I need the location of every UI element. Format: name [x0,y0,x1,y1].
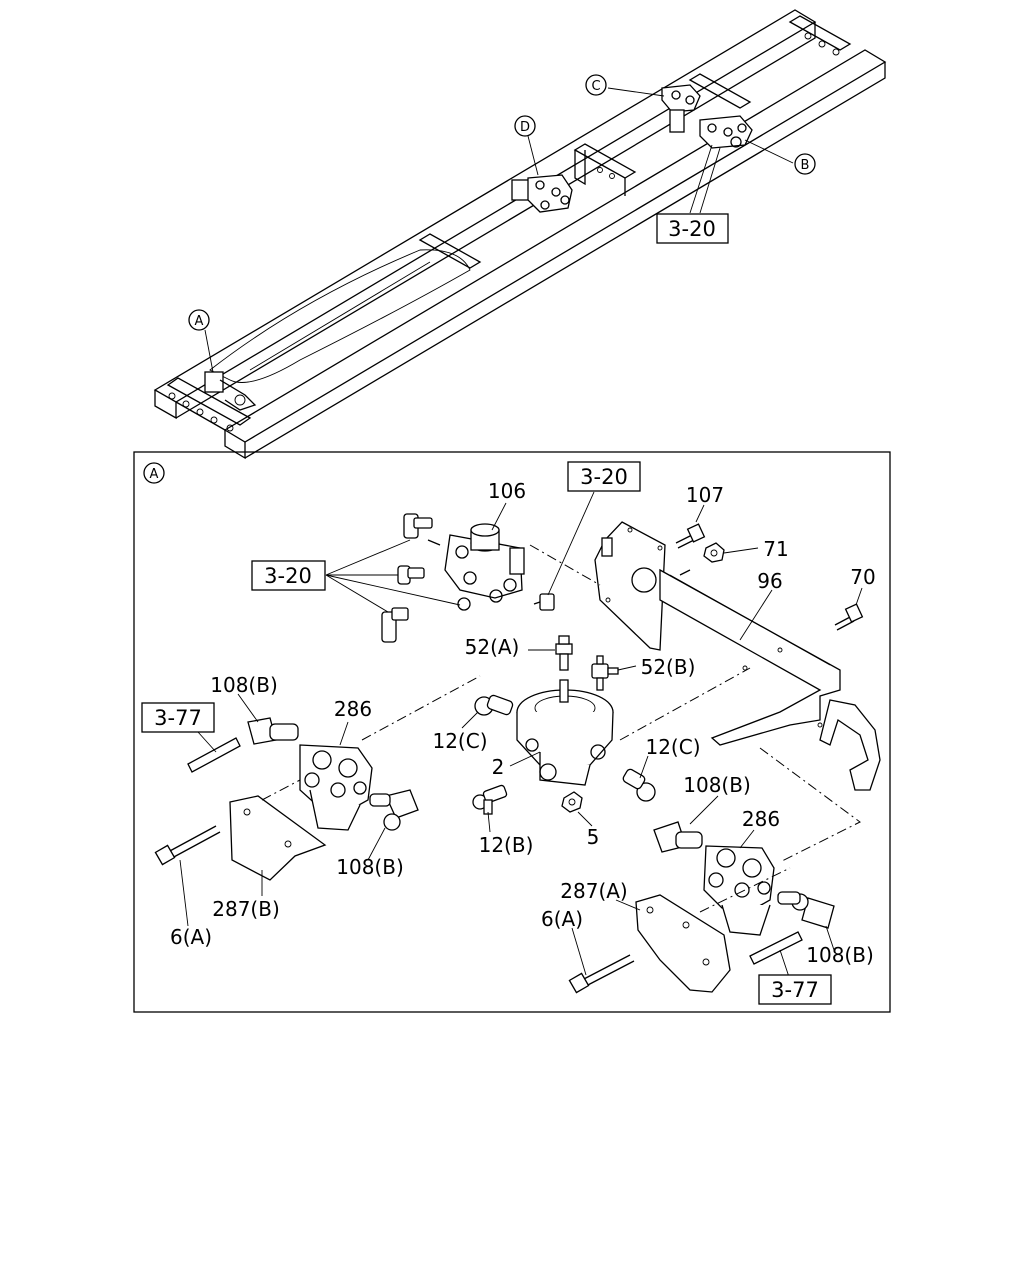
tube-right [749,931,803,965]
detail-a-frame: A [133,451,891,1013]
label-5: 5 [587,825,600,849]
chassis-frame-overview: A D C B 3-20 [153,9,887,460]
callout-b: B [794,153,816,175]
ref-box-3-77-right: 3-77 [758,974,832,1005]
valve-location-c [661,84,701,133]
fitting-106-left [397,565,425,585]
label-6a-right: 6(A) [541,907,583,931]
svg-text:B: B [801,158,810,173]
label-108b-4: 108(B) [806,943,874,967]
label-287a: 287(A) [560,879,627,903]
svg-text:3-20: 3-20 [580,465,628,489]
label-108b-3: 108(B) [336,855,404,879]
relay-valve-106 [444,523,525,603]
label-12c-right: 12(C) [645,735,700,759]
elbow-12c-right [622,768,656,802]
nut-71 [703,542,725,563]
elbow-108b-1 [247,717,299,745]
ref-box-3-20-top: 3-20 [567,461,641,492]
svg-text:A: A [195,314,204,329]
valve-location-d [511,174,573,213]
ref-box-3-20-overview: 3-20 [656,213,729,244]
label-12c-left: 12(C) [432,729,487,753]
label-108b-2: 108(B) [683,773,751,797]
elbow-108b-4 [777,891,835,929]
callout-d: D [514,115,536,137]
fitting-106-tee [381,607,409,643]
label-52a: 52(A) [465,635,520,659]
bracket-287b [229,795,327,881]
relay-valve-2 [516,679,614,786]
callout-c: C [585,74,607,96]
bolt-6a-left [154,825,221,866]
fitting-52b [591,655,619,691]
elbow-108b-3 [653,821,703,853]
label-70: 70 [850,565,875,589]
ref-box-3-20-left: 3-20 [251,560,326,591]
label-287b: 287(B) [212,897,280,921]
bolt-107 [675,523,706,549]
label-52b: 52(B) [641,655,696,679]
bracket-287a [635,894,731,993]
mounting-bracket [594,521,666,651]
svg-text:3-20: 3-20 [668,217,716,241]
ref-box-3-77-left: 3-77 [141,702,215,733]
label-6a-left: 6(A) [170,925,212,949]
label-71: 71 [763,537,788,561]
tube-left [187,737,241,773]
label-12b: 12(B) [479,833,534,857]
svg-text:3-77: 3-77 [771,978,819,1002]
valve-location-b [699,115,753,149]
svg-text:A: A [150,467,159,482]
svg-text:C: C [591,79,600,94]
callout-a: A [188,309,210,331]
label-96: 96 [757,569,782,593]
valve-286-left [299,744,373,831]
nut-5 [561,791,583,813]
bolt-6a-right [568,954,635,994]
svg-text:3-77: 3-77 [154,706,202,730]
label-286-left: 286 [334,697,372,721]
bracket-96 [659,568,881,791]
svg-text:3-20: 3-20 [264,564,312,588]
tee-12b [472,784,508,815]
label-108b-1: 108(B) [210,673,278,697]
valve-286-right [703,845,775,936]
label-2: 2 [492,755,505,779]
fitting-106-plug [457,593,555,611]
label-107: 107 [686,483,724,507]
valve-location-a [204,371,257,411]
label-106: 106 [488,479,526,503]
bolt-70 [834,603,864,631]
elbow-12c-left [474,694,514,716]
fitting-106-top [403,513,441,546]
elbow-108b-2 [369,789,419,831]
fitting-52a [555,635,573,671]
svg-text:D: D [520,120,530,135]
label-286-right: 286 [742,807,780,831]
